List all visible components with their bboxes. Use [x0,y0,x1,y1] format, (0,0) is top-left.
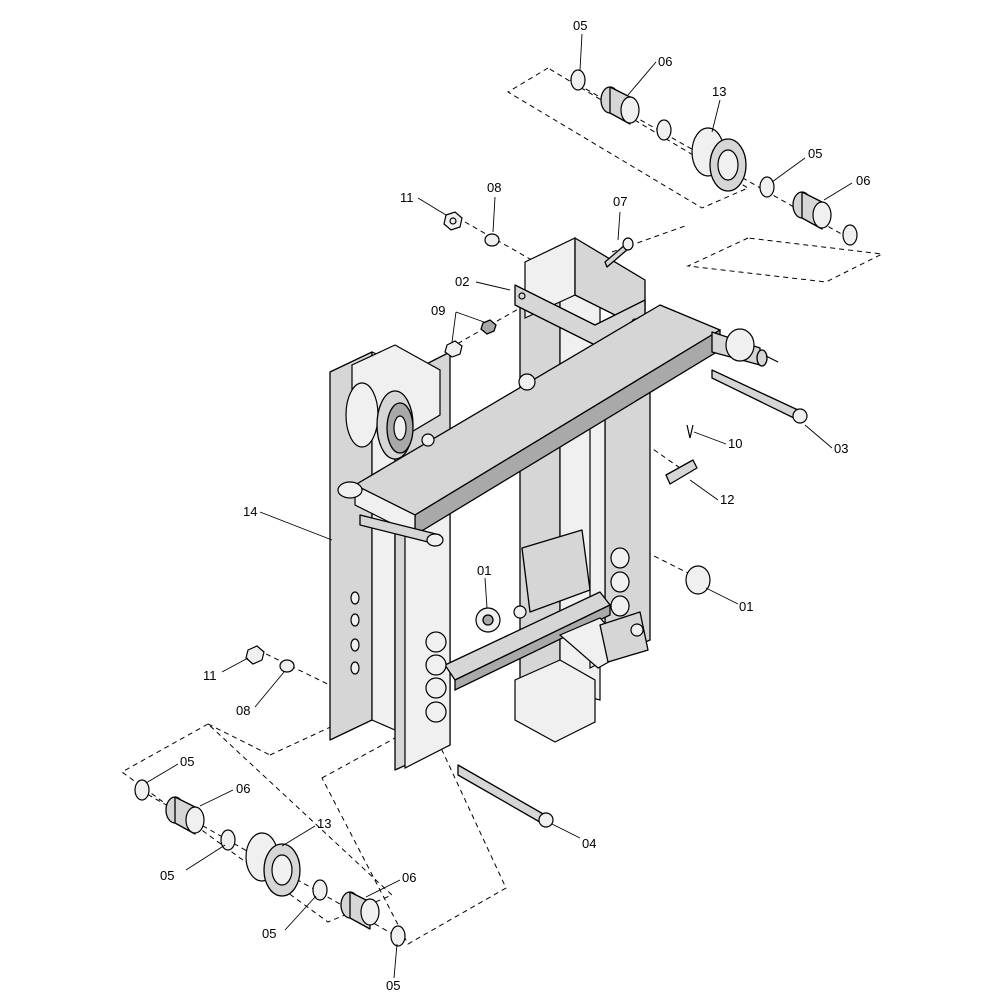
top-channel-bracket [514,237,646,346]
callout-labels: 05 06 13 05 06 11 08 07 02 09 10 03 12 1… [160,18,870,993]
callout-label: 14 [243,504,257,519]
callout-label: 01 [739,599,753,614]
callout-label: 10 [728,436,742,451]
callout-label: 05 [180,754,194,769]
callout-label: 05 [808,146,822,161]
callout-label: 13 [317,816,331,831]
callout-label: 08 [236,703,250,718]
callout-label: 13 [712,84,726,99]
horizontal-crossbar [337,304,779,547]
callout-label: 02 [455,274,469,289]
leader-lines [145,33,853,979]
callout-label: 06 [236,781,250,796]
callout-label: 11 [400,190,414,205]
assembly-dashed-lines [121,67,884,945]
callout-label: 05 [573,18,587,33]
callout-label: 05 [386,978,400,993]
callout-label: 12 [720,492,734,507]
callout-label: 11 [203,668,217,683]
callout-label: 05 [262,926,276,941]
callout-label: 05 [160,868,174,883]
callout-label: 06 [856,173,870,188]
mounted-roller-upper [345,382,435,460]
bottom-left-roller-stack [134,779,406,947]
callout-label: 09 [431,303,445,318]
adjustment-holes [350,373,630,723]
callout-label: 03 [834,441,848,456]
fasteners [245,211,808,828]
callout-label: 04 [582,836,596,851]
top-right-roller-stack [570,69,858,246]
callout-label: 08 [487,180,501,195]
lower-crossbar [444,591,649,692]
callout-label: 07 [613,194,627,209]
callout-label: 06 [402,870,416,885]
callout-label: 01 [477,563,491,578]
callout-label: 06 [658,54,672,69]
